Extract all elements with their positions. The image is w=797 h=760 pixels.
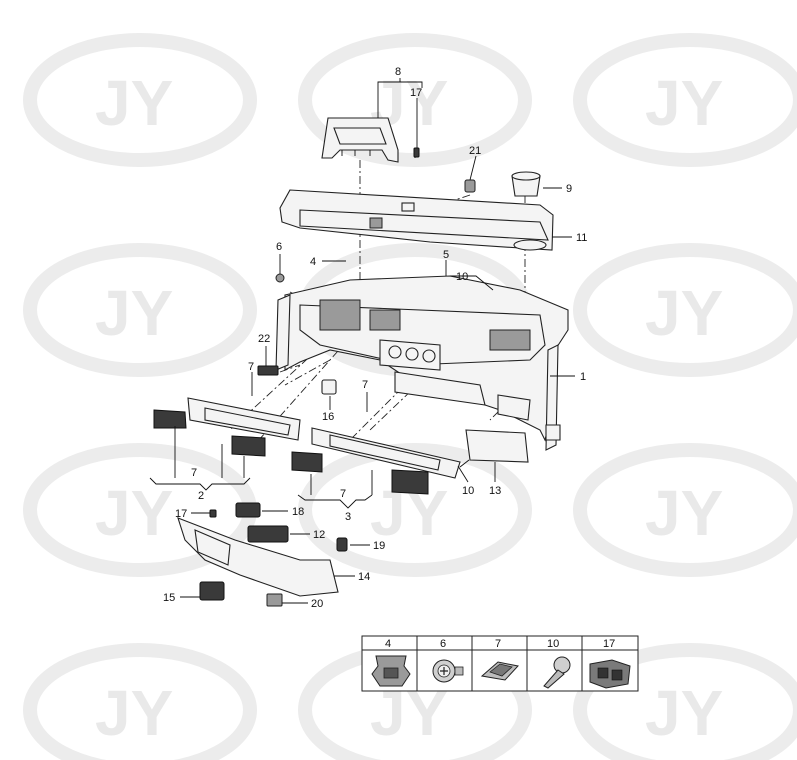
watermark-logo: JY — [573, 243, 797, 377]
part-22-switch — [257, 365, 279, 376]
screw-icon — [432, 659, 464, 683]
callout-18: 18 — [292, 506, 304, 518]
callout-5: 5 — [443, 249, 449, 261]
callout-17: 17 — [175, 508, 187, 520]
callout-20: 20 — [311, 598, 323, 610]
table-header-10: 10 — [547, 638, 559, 650]
callout-22: 22 — [258, 333, 270, 345]
part-12-module — [247, 525, 289, 543]
callout-7: 7 — [362, 379, 368, 391]
callout-19: 19 — [373, 540, 385, 552]
fastener-table: 4 6 7 10 17 — [361, 635, 639, 692]
svg-text:JY: JY — [645, 677, 723, 749]
part-14-lower-trim — [177, 517, 339, 597]
callout-3: 3 — [345, 511, 351, 523]
callout-2: 2 — [198, 490, 204, 502]
part-16-bezel — [321, 379, 337, 395]
part-13-glovebox-door — [465, 429, 529, 463]
callout-7: 7 — [248, 361, 254, 373]
table-header-6: 6 — [440, 638, 446, 650]
part-20-clip — [266, 593, 283, 607]
callout-6: 6 — [276, 241, 282, 253]
callout-16: 16 — [322, 411, 334, 423]
double-clip-icon — [589, 659, 631, 689]
svg-text:JY: JY — [95, 677, 173, 749]
svg-text:JY: JY — [95, 67, 173, 139]
part-15-bracket — [199, 581, 225, 601]
callout-15: 15 — [163, 592, 175, 604]
callout-13: 13 — [489, 485, 501, 497]
watermark-logo: JY — [23, 643, 257, 760]
watermark-logo: JY — [573, 443, 797, 577]
spring-clip-icon — [480, 661, 519, 681]
callout-1: 1 — [580, 371, 586, 383]
watermark-logo: JY — [573, 33, 797, 167]
leader-lines — [149, 78, 575, 604]
callout-17: 17 — [410, 87, 422, 99]
svg-text:JY: JY — [95, 277, 173, 349]
callout-14: 14 — [358, 571, 370, 583]
table-header-4: 4 — [385, 638, 391, 650]
part-11-upper-panel — [279, 189, 554, 251]
part-10-pin — [459, 459, 470, 468]
watermark-logo: JY — [573, 643, 797, 760]
part-18-switch — [235, 502, 261, 518]
part-19-plug — [336, 537, 348, 552]
part-2-left-vent-assembly — [153, 397, 301, 457]
callout-11: 11 — [576, 232, 587, 244]
part-17-clip — [413, 147, 420, 158]
callout-7: 7 — [191, 467, 197, 479]
watermark-logo: JY — [23, 243, 257, 377]
callout-21: 21 — [469, 145, 481, 157]
callout-9: 9 — [566, 183, 572, 195]
clip-fastener-icon — [371, 655, 411, 687]
svg-text:JY: JY — [645, 477, 723, 549]
part-3-center-vent-assembly — [291, 427, 461, 495]
watermark-logo: JY — [23, 443, 257, 577]
callout-8: 8 — [395, 66, 401, 78]
callout-7: 7 — [340, 488, 346, 500]
table-header-7: 7 — [495, 638, 501, 650]
part-1-dashboard-frame — [275, 275, 569, 451]
callout-12: 12 — [313, 529, 325, 541]
svg-text:JY: JY — [645, 277, 723, 349]
part-17-clip-lower — [209, 509, 217, 518]
watermark-logo: JY — [23, 33, 257, 167]
part-9-cup-holder — [511, 171, 541, 197]
callout-10: 10 — [456, 271, 468, 283]
part-6-screw — [275, 273, 285, 283]
callout-4: 4 — [310, 256, 316, 268]
svg-text:JY: JY — [645, 67, 723, 139]
callout-labels: 8 17 21 9 11 6 5 4 10 22 1 7 7 16 7 2 10… — [163, 66, 587, 610]
part-21-clip — [464, 179, 476, 193]
table-header-17: 17 — [603, 638, 615, 650]
part-8-upper-bracket — [321, 117, 399, 163]
callout-10: 10 — [462, 485, 474, 497]
push-pin-icon — [543, 656, 571, 689]
svg-text:JY: JY — [95, 477, 173, 549]
